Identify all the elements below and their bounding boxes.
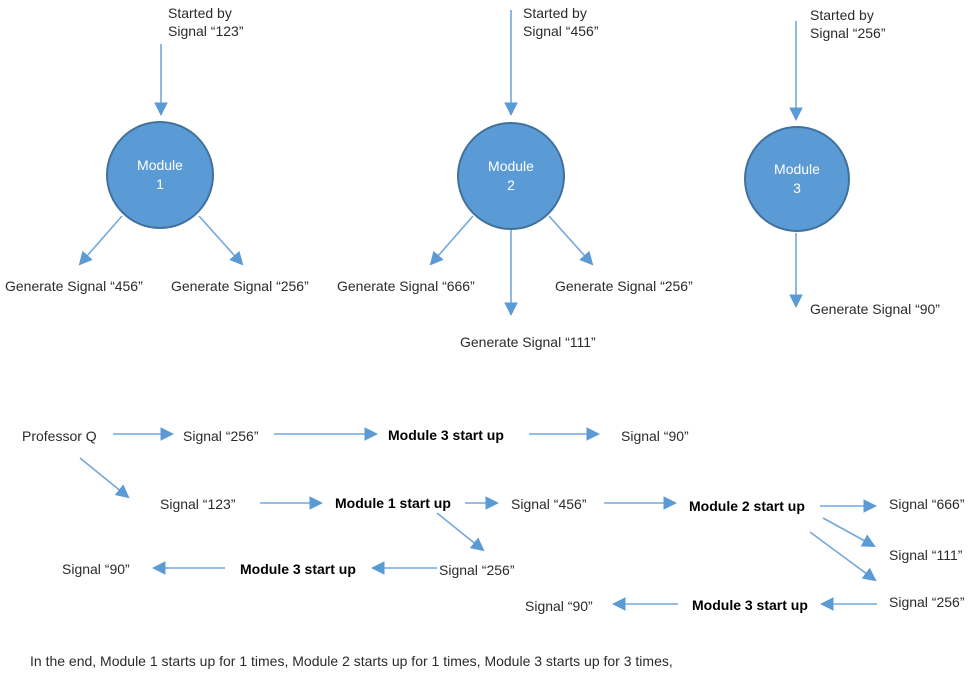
flow-r3-module3-start-up: Module 3 start up <box>240 561 356 577</box>
module1-generate-signal-456: Generate Signal “456” <box>5 278 143 294</box>
module1-generate-signal-256: Generate Signal “256” <box>171 278 309 294</box>
arrow-module2-start-to-signal256 <box>809 531 877 582</box>
module2-circle: Module 2 <box>457 122 565 230</box>
module3-circle: Module 3 <box>744 126 850 232</box>
flow-r4-signal-90: Signal “90” <box>525 598 593 614</box>
module2-circle-label-line1: Module <box>488 158 534 174</box>
module2-started-by-line2: Signal “456” <box>523 23 599 39</box>
arrow-professor-to-signal123 <box>79 457 130 499</box>
module3-circle-label-line2: 3 <box>793 180 801 196</box>
module2-generate-signal-256: Generate Signal “256” <box>555 278 693 294</box>
module1-circle-label-line1: Module <box>137 157 183 173</box>
flow-r1-module3-start-up: Module 3 start up <box>388 427 504 443</box>
module1-started-by-line2: Signal “123” <box>168 23 244 39</box>
flow-r2-signal-666: Signal “666” <box>889 496 965 512</box>
flow-professor-q: Professor Q <box>22 428 97 444</box>
module3-circle-label-line1: Module <box>774 161 820 177</box>
module1-circle-label-line2: 1 <box>156 176 164 192</box>
flow-r2-module1-start-up: Module 1 start up <box>335 495 451 511</box>
module1-started-by-line1: Started by <box>168 5 232 21</box>
summary-text: In the end, Module 1 starts up for 1 tim… <box>30 653 673 669</box>
flow-r4-signal-256: Signal “256” <box>889 594 965 610</box>
flow-r1-signal-90: Signal “90” <box>621 428 689 444</box>
module3-generate-signal-90: Generate Signal “90” <box>810 301 940 317</box>
flow-r3-signal-256: Signal “256” <box>439 562 515 578</box>
flow-signal-111: Signal “111” <box>889 547 963 563</box>
flow-r2-signal-456: Signal “456” <box>511 496 587 512</box>
arrow-module2-to-generate256 <box>548 215 594 266</box>
module2-generate-signal-111: Generate Signal “111” <box>460 334 596 350</box>
arrow-module1-start-to-signal256 <box>436 512 485 552</box>
arrow-module2-start-to-signal111 <box>822 517 876 547</box>
arrow-module2-to-generate666 <box>429 215 474 266</box>
flow-r3-signal-90: Signal “90” <box>62 561 130 577</box>
module1-circle: Module 1 <box>106 121 214 229</box>
module3-started-by-line2: Signal “256” <box>810 25 886 41</box>
flow-r2-signal-123: Signal “123” <box>160 496 236 512</box>
module3-started-by-line1: Started by <box>810 7 874 23</box>
module2-started-by-line1: Started by <box>523 5 587 21</box>
flow-r4-module3-start-up: Module 3 start up <box>692 597 808 613</box>
arrow-module1-to-generate256 <box>198 215 244 266</box>
flow-r1-signal-256: Signal “256” <box>183 428 259 444</box>
flow-r2-module2-start-up: Module 2 start up <box>689 498 805 514</box>
module2-generate-signal-666: Generate Signal “666” <box>337 278 475 294</box>
arrow-module1-to-generate456 <box>78 215 123 266</box>
module2-circle-label-line2: 2 <box>507 177 515 193</box>
